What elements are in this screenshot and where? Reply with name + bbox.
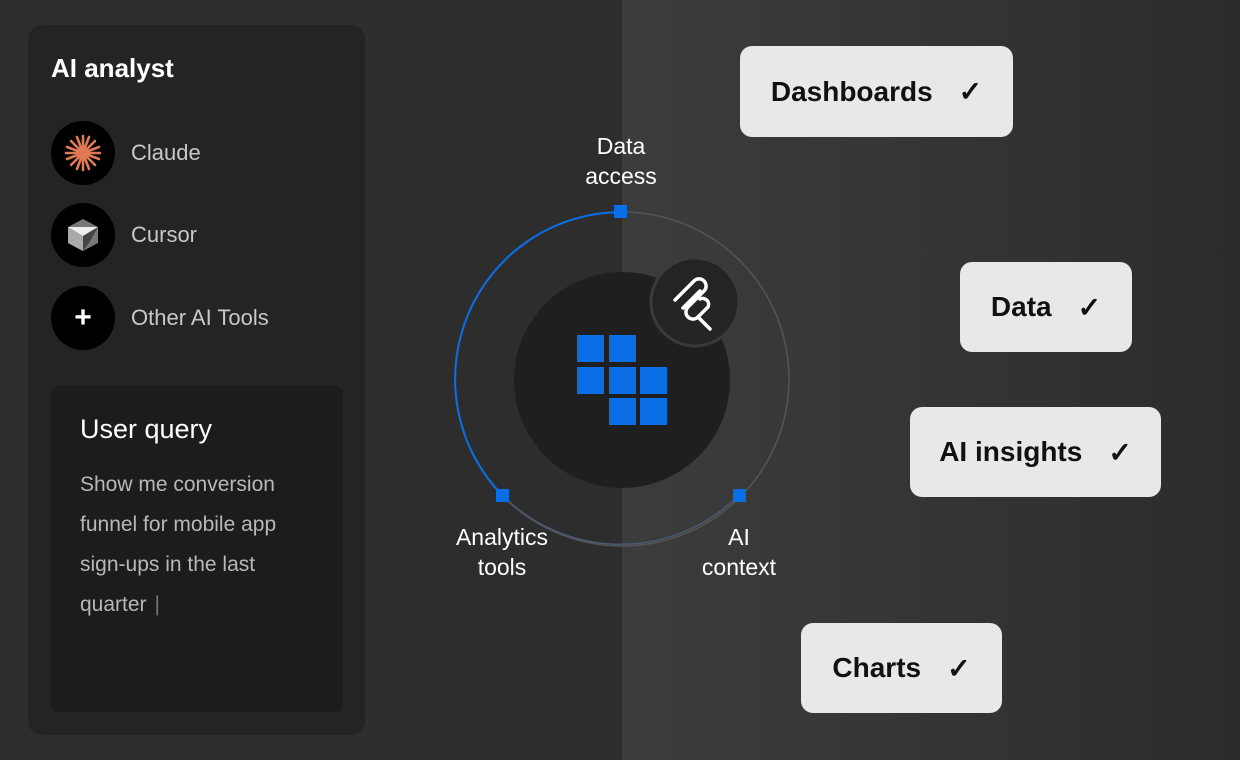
plus-icon: + [51, 286, 115, 350]
user-query-box[interactable]: User query Show me conversion funnel for… [51, 386, 343, 712]
output-data[interactable]: Data✓ [960, 262, 1132, 352]
check-icon: ✓ [1108, 436, 1132, 468]
panel-title: AI analyst [51, 53, 174, 83]
output-charts[interactable]: Charts✓ [801, 623, 1002, 713]
check-icon: ✓ [958, 76, 983, 107]
node-top-marker [614, 205, 627, 218]
orbit-arc-active [454, 211, 621, 496]
item-label: Other AI Tools [131, 305, 269, 330]
hub-logo-icon [577, 335, 667, 425]
ai-analyst-panel: AI analyst Claude Cursor + Other AI Tool… [28, 25, 365, 735]
item-label: Cursor [131, 222, 198, 247]
claude-icon [51, 121, 115, 185]
item-claude[interactable]: Claude [51, 121, 201, 185]
text-caret: | [154, 593, 161, 616]
node-right-marker [733, 489, 746, 502]
check-icon: ✓ [1077, 291, 1102, 323]
query-title: User query [80, 414, 213, 444]
item-other-ai-tools[interactable]: + Other AI Tools [51, 286, 269, 350]
check-icon: ✓ [947, 652, 971, 684]
output-ai-insights[interactable]: AI insights✓ [910, 407, 1161, 497]
query-text: Show me conversion funnel for mobile app… [80, 473, 277, 616]
output-dashboards[interactable]: Dashboards✓ [740, 46, 1013, 137]
item-label: Claude [131, 140, 201, 165]
node-left-marker [496, 489, 509, 502]
orbit-arc-bottom [501, 494, 740, 545]
mcp-icon [673, 277, 712, 331]
cursor-icon [51, 203, 115, 267]
item-cursor[interactable]: Cursor [51, 203, 197, 267]
